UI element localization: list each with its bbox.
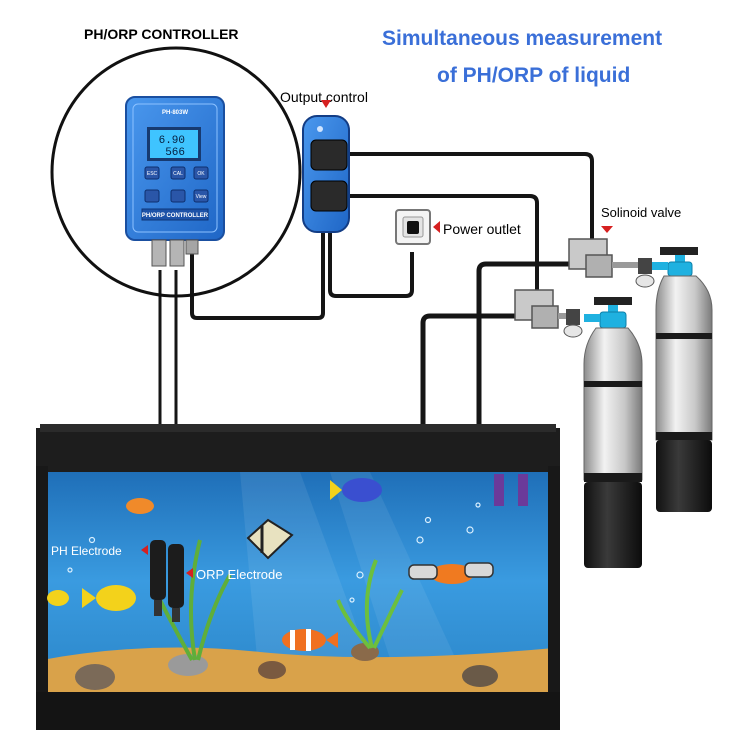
controller-panel-plate [141,208,209,221]
button-ok-label: OK [197,171,205,177]
solenoid-valve-2 [514,289,583,338]
controller-to-output-cable [190,230,325,320]
cables [158,152,594,565]
orp-electrode-marker [186,568,193,578]
rock [168,654,208,676]
ph-electrode-label: PH Electrode [51,544,122,558]
orp-electrode [168,544,184,622]
button-ok[interactable] [193,166,209,180]
controller-heading: PH/ORP CONTROLLER [84,26,239,42]
output-control-unit [302,100,350,233]
display-ph-value: 6.90 [159,135,185,147]
aquarium-lid [36,428,560,472]
aquarium-base [36,692,560,730]
power-outlet-cable [328,230,414,298]
air-stone-2 [464,562,494,578]
power-outlet [395,209,440,245]
ph-electrode [150,540,166,616]
controller-buttons: ESC CAL OK View [144,166,209,203]
aquarium-sand [42,647,554,694]
power-outlet-label: Power outlet [443,221,521,237]
air-stone-1 [408,564,438,580]
button-up[interactable] [144,189,160,203]
gas-cylinder-back [652,247,713,512]
button-esc-label: ESC [147,171,158,177]
fish-blue-tang [330,478,382,502]
aquatic-plant [336,559,404,650]
fish-yellow-small [47,590,69,606]
output-socket-1[interactable] [310,139,348,171]
solenoid-valve-1 [568,238,655,288]
output-socket-2[interactable] [310,180,348,212]
title-line-2: of PH/ORP of liquid [437,64,631,87]
controller-panel-label: PH/ORP CONTROLLER [142,213,209,219]
cable-gland-3 [185,239,199,255]
ph-electrode-marker [141,545,148,555]
output-control-marker [321,100,331,108]
bubbles [67,502,481,603]
valve-2-tube [420,313,520,565]
fish-clownfish [282,629,338,651]
rock [258,661,286,679]
ph-orp-controller: PH-803W 6.90 566 ESC CAL OK View PH/ORP … [125,96,225,267]
button-cal-label: CAL [173,171,183,177]
socket-to-valve-2-cable [345,194,539,296]
button-view-label: View [196,194,207,200]
power-plug [407,221,419,234]
button-esc[interactable] [144,166,160,180]
controller-model: PH-803W [162,110,188,116]
button-view[interactable] [193,189,209,203]
cable-gland-1 [151,239,167,267]
aquarium [36,424,560,730]
fish-orange [126,498,154,514]
power-outlet-marker [433,221,440,233]
fish-yellow [82,585,136,611]
controller-lcd [150,130,198,158]
fish-orange-right [430,564,474,584]
rock [462,665,498,687]
solenoid-valve-label: Solinoid valve [601,205,682,220]
gas-cylinder-front [583,297,643,568]
output-control-label: Output control [280,89,368,105]
valve-1-tube [476,261,576,565]
solenoid-valve-marker [601,226,613,233]
controller-callout-circle [50,46,302,298]
orp-electrode-label: ORP Electrode [196,567,283,582]
socket-to-valve-1-cable [345,152,594,240]
button-cal[interactable] [170,166,186,180]
rock [75,664,115,690]
fish-angelfish [246,518,294,560]
display-orp-value: 566 [165,147,185,159]
button-down[interactable] [170,189,186,203]
cable-gland-2 [169,239,185,267]
title-line-1: Simultaneous measurement [382,27,663,50]
